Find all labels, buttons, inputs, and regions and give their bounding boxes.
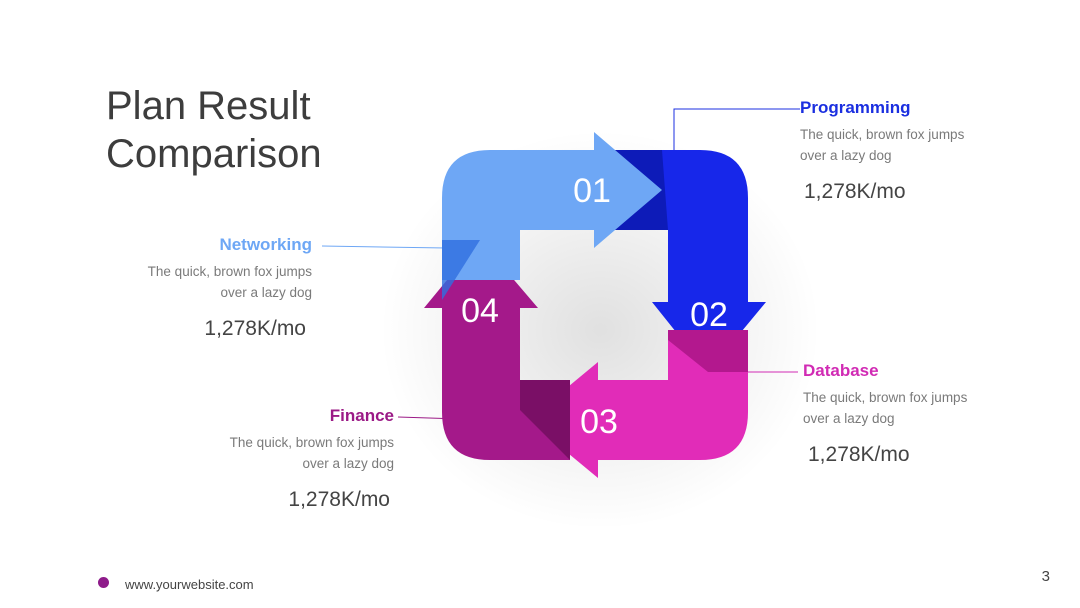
step-number-02: 02: [690, 296, 728, 334]
arrow-03: [528, 330, 748, 478]
step-block-networking: Networking The quick, brown fox jumps ov…: [127, 235, 312, 341]
step-block-programming: Programming The quick, brown fox jumps o…: [800, 98, 985, 204]
footer-website-link[interactable]: www.yourwebsite.com: [125, 577, 254, 592]
step-label: Database: [803, 361, 879, 380]
step-value: 1,278K/mo: [808, 443, 910, 466]
step-desc: The quick, brown fox jumps over a lazy d…: [147, 264, 312, 300]
networking-connector: [321, 245, 447, 249]
step-block-finance: Finance The quick, brown fox jumps over …: [209, 406, 394, 512]
step-label: Programming: [800, 98, 911, 117]
step-number-04: 04: [461, 292, 499, 330]
page-number: 3: [1041, 568, 1050, 585]
step-block-database: Database The quick, brown fox jumps over…: [803, 361, 988, 467]
step-value: 1,278K/mo: [288, 488, 390, 511]
step-number-01: 01: [573, 172, 611, 210]
arrow-01: [442, 132, 662, 280]
slide-title: Plan Result Comparison: [106, 84, 322, 176]
step-desc: The quick, brown fox jumps over a lazy d…: [229, 435, 394, 471]
step-value: 1,278K/mo: [804, 180, 906, 203]
step-desc: The quick, brown fox jumps over a lazy d…: [803, 390, 968, 426]
step-desc: The quick, brown fox jumps over a lazy d…: [800, 127, 965, 163]
step-label: Finance: [329, 406, 394, 425]
step-value: 1,278K/mo: [204, 317, 306, 340]
footer-bullet-icon: [98, 577, 109, 588]
programming-connector: [673, 108, 800, 152]
step-number-03: 03: [580, 403, 618, 441]
step-label: Networking: [219, 235, 312, 254]
